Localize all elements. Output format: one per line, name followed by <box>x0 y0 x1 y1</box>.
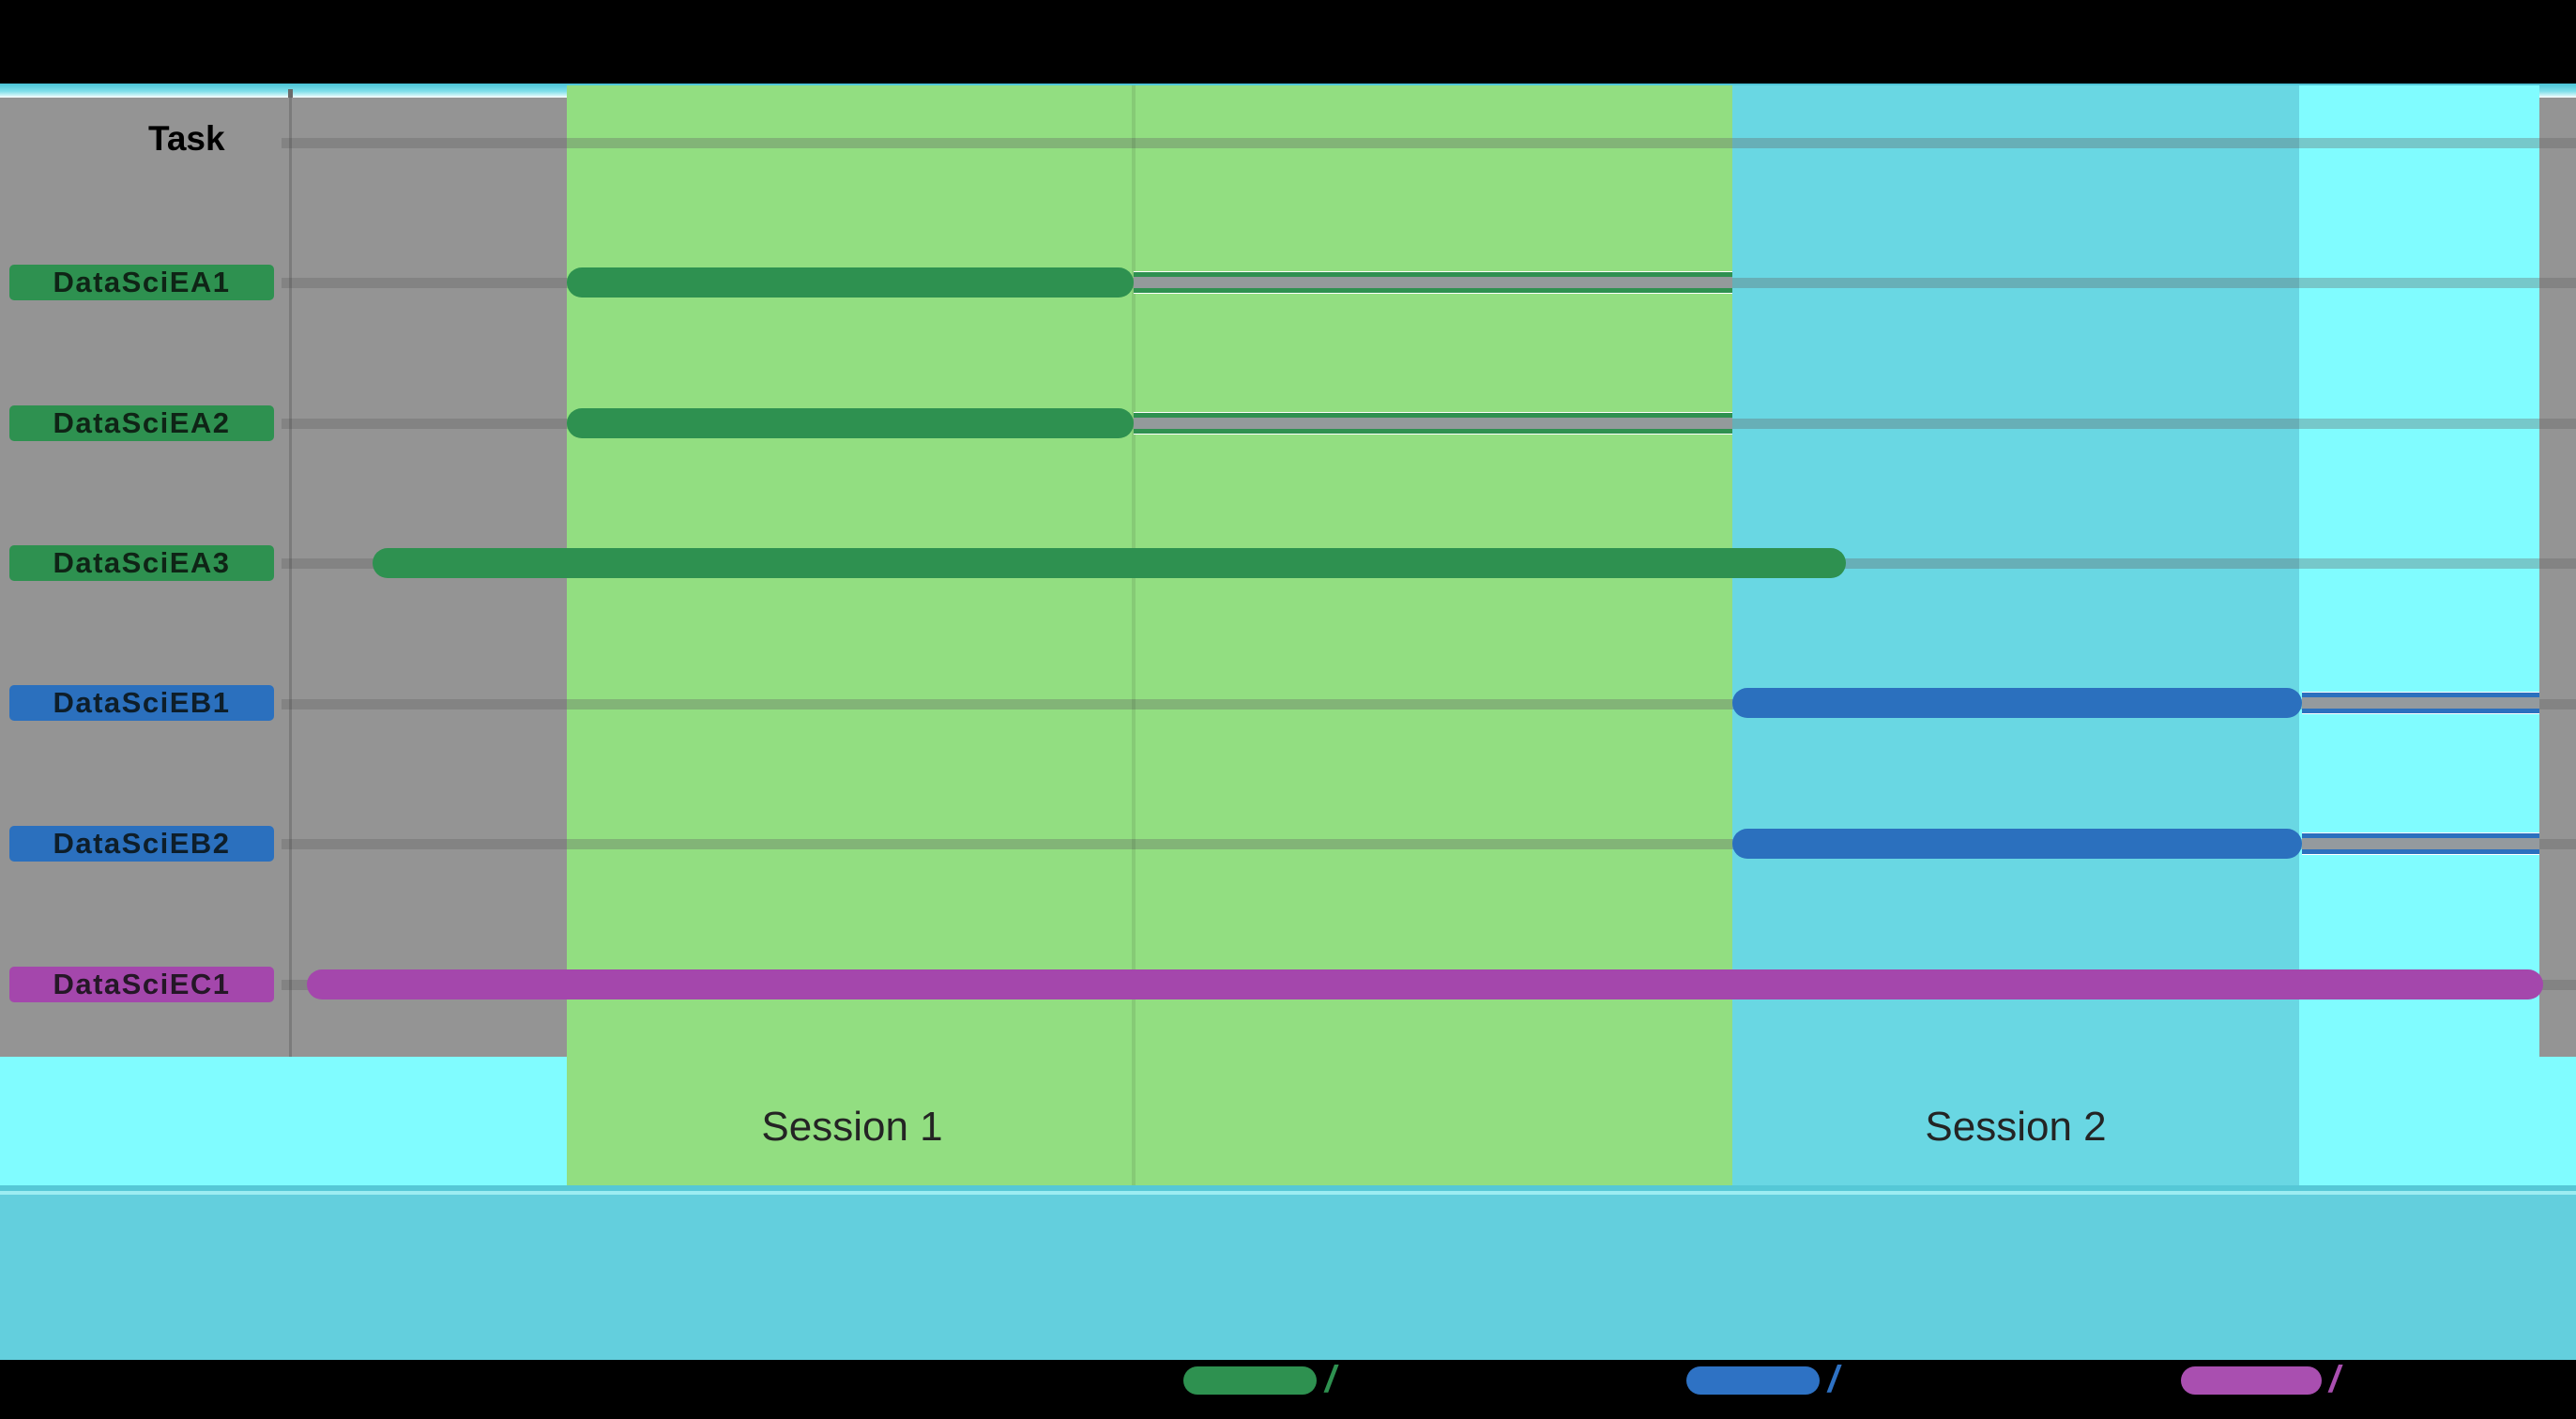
row-label-text: DataSciEA3 <box>53 546 231 579</box>
top-black-band <box>0 0 2576 84</box>
bottom-cyan-band <box>0 1195 2576 1360</box>
row-label-text: DataSciEA1 <box>53 266 231 298</box>
bar-datasciec1 <box>307 969 2543 999</box>
band-separator <box>0 1191 2576 1195</box>
rail-datascieb2 <box>2302 832 2539 855</box>
row-label-text: DataSciEC1 <box>53 968 231 1000</box>
task-column-header: Task <box>148 119 225 158</box>
gridline <box>282 699 2576 710</box>
row-label-datasciea2: DataSciEA2 <box>9 405 274 441</box>
rail-datasciea1 <box>1134 271 1732 294</box>
legend-swatch-purple <box>2181 1366 2322 1395</box>
rail-datascieb1 <box>2302 692 2539 714</box>
bar-datascieb1 <box>1732 688 2302 718</box>
row-label-datasciec1: DataSciEC1 <box>9 967 274 1002</box>
gridline <box>282 138 2576 148</box>
rail-datasciea2 <box>1134 412 1732 435</box>
legend-slash-blue: / <box>1828 1359 1839 1400</box>
legend-slash-purple: / <box>2329 1359 2340 1400</box>
gridline <box>282 839 2576 849</box>
bar-datasciea2 <box>567 408 1134 438</box>
session2-label: Session 2 <box>1925 1104 2107 1150</box>
mid-vertical-guide <box>1132 85 1136 1185</box>
row-label-text: DataSciEB1 <box>53 686 231 719</box>
band-separator <box>0 1185 2576 1191</box>
row-label-text: DataSciEB2 <box>53 827 231 860</box>
bar-datasciea1 <box>567 267 1134 298</box>
session1-label: Session 1 <box>761 1104 943 1150</box>
row-label-datasciea1: DataSciEA1 <box>9 265 274 300</box>
legend-slash-green: / <box>1325 1359 1336 1400</box>
legend-swatch-blue <box>1686 1366 1820 1395</box>
bar-datasciea3 <box>373 548 1846 578</box>
row-label-text: DataSciEA2 <box>53 406 231 439</box>
row-label-datascieb2: DataSciEB2 <box>9 826 274 862</box>
row-label-datasciea3: DataSciEA3 <box>9 545 274 581</box>
axis-top-tick <box>288 89 293 98</box>
session2-span <box>1732 85 2299 1185</box>
y-axis-spine <box>289 98 292 1057</box>
session1-span <box>567 85 1732 1185</box>
legend-swatch-green <box>1183 1366 1317 1395</box>
tail-span <box>2299 85 2539 1185</box>
row-label-datascieb1: DataSciEB1 <box>9 685 274 721</box>
bar-datascieb2 <box>1732 829 2302 859</box>
